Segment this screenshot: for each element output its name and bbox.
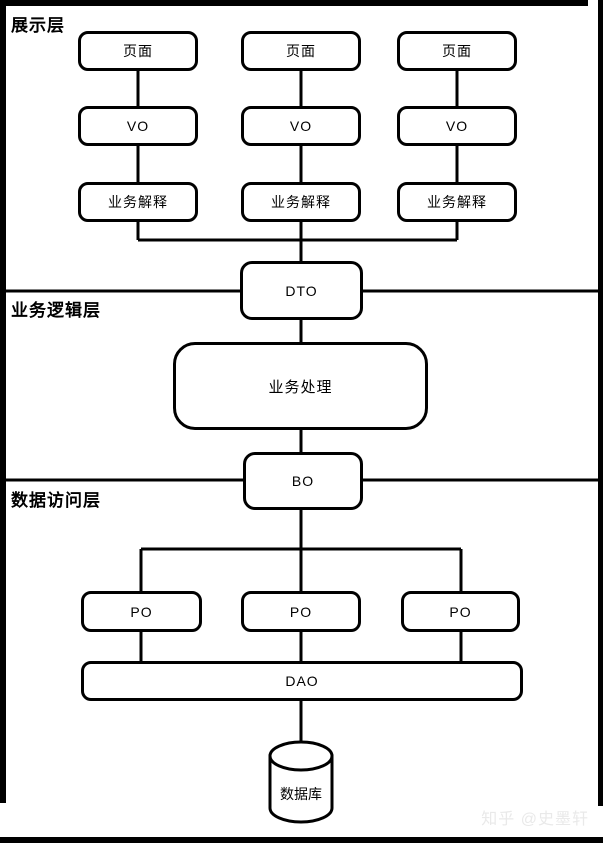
watermark: 知乎 @史墨轩: [481, 811, 589, 828]
node-page-1: 页面: [78, 31, 198, 71]
node-dto: DTO: [240, 261, 363, 320]
layer-label-data-access: 数据访问层: [11, 491, 101, 510]
layer-label-presentation: 展示层: [11, 16, 65, 35]
node-page-3: 页面: [397, 31, 517, 71]
node-dao: DAO: [81, 661, 523, 701]
node-vo-3: VO: [397, 106, 517, 146]
frame-top-bar: [0, 0, 588, 6]
database-cylinder-icon: [268, 740, 334, 824]
node-po-2: PO: [241, 591, 361, 632]
node-interp-3: 业务解释: [397, 182, 517, 222]
node-bo: BO: [243, 452, 363, 510]
node-database-label: 数据库: [280, 786, 322, 802]
node-business-process: 业务处理: [173, 342, 428, 430]
frame-bottom-bar: [0, 837, 603, 843]
node-po-1: PO: [81, 591, 202, 632]
layer-label-business-logic: 业务逻辑层: [11, 301, 101, 320]
frame-left-bar: [0, 0, 6, 803]
node-vo-1: VO: [78, 106, 198, 146]
node-page-2: 页面: [241, 31, 361, 71]
node-po-3: PO: [401, 591, 520, 632]
node-interp-2: 业务解释: [241, 182, 361, 222]
node-vo-2: VO: [241, 106, 361, 146]
node-interp-1: 业务解释: [78, 182, 198, 222]
frame-right-bar: [598, 0, 603, 806]
